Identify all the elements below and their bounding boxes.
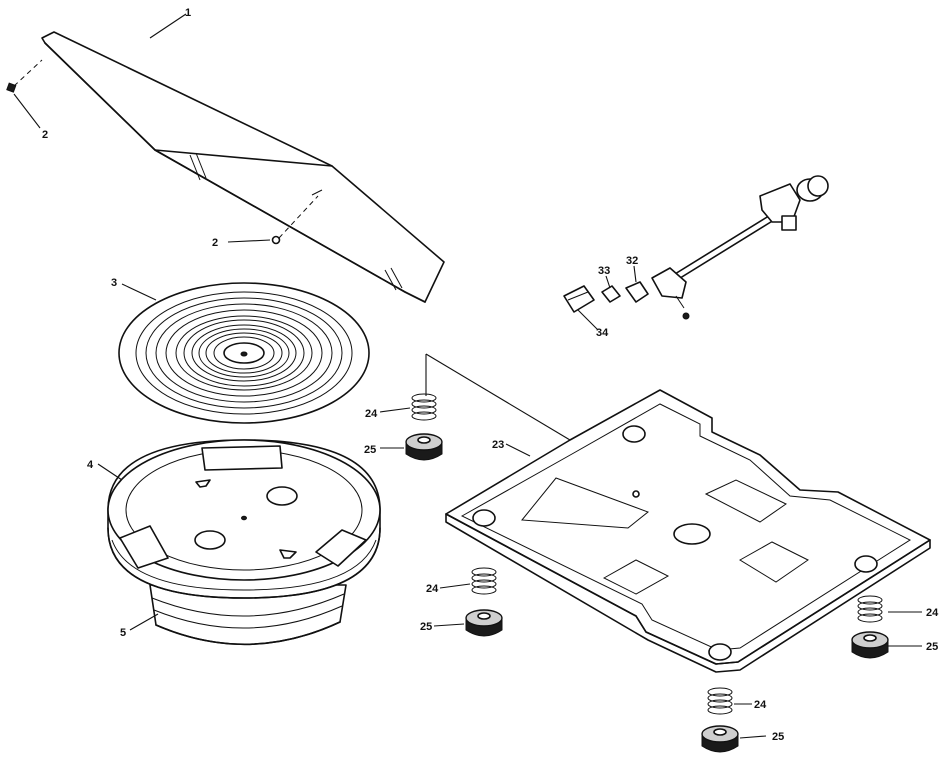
label-foot-2: 25 — [420, 621, 432, 633]
foot-4 — [701, 725, 739, 753]
label-base-plate: 23 — [492, 439, 504, 451]
part-labels: 1 2 2 3 4 5 23 24 24 24 24 25 25 25 25 3… — [42, 7, 939, 743]
label-stylus: 34 — [596, 327, 609, 339]
label-foot-1: 25 — [364, 444, 376, 456]
hinge-pin-right — [271, 195, 319, 245]
label-stylus-holder: 33 — [598, 265, 610, 277]
turntable-hub — [149, 584, 347, 646]
leader-lines — [13, 13, 922, 739]
label-foot-4: 25 — [772, 731, 784, 743]
label-platter-mat: 3 — [111, 277, 117, 289]
label-spring-2: 24 — [426, 583, 439, 595]
label-turntable-hub: 5 — [120, 627, 126, 639]
label-hinge-pin-right: 2 — [212, 237, 218, 249]
label-hinge-pin-left: 2 — [42, 129, 48, 141]
label-spring-1: 24 — [365, 408, 378, 420]
label-foot-3: 25 — [926, 641, 938, 653]
platter-mat — [118, 282, 370, 424]
spring-2 — [471, 567, 497, 595]
hinge-pin-left — [6, 59, 43, 93]
spring-3 — [857, 595, 883, 623]
foot-3 — [851, 631, 889, 659]
spring-1 — [411, 393, 437, 421]
label-spring-3: 24 — [926, 607, 939, 619]
label-platter: 4 — [87, 459, 94, 471]
base-plate — [425, 353, 931, 673]
cartridge-shell — [625, 281, 649, 303]
stylus-holder — [601, 285, 621, 303]
stylus — [563, 285, 595, 313]
foot-2 — [465, 609, 503, 637]
tonearm — [651, 175, 829, 320]
spring-4 — [707, 687, 733, 715]
foot-1 — [405, 433, 443, 461]
label-cartridge-shell: 32 — [626, 255, 638, 267]
platter — [107, 439, 381, 599]
dust-cover — [41, 31, 445, 303]
label-spring-4: 24 — [754, 699, 767, 711]
label-dust-cover: 1 — [185, 7, 191, 19]
